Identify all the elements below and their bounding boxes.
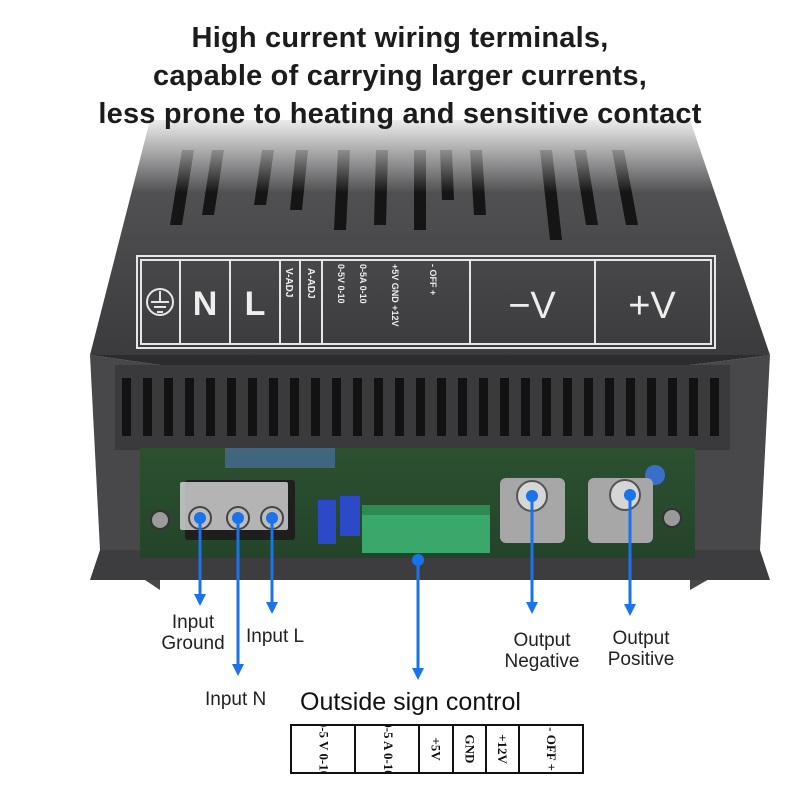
pin-cell: GND (454, 726, 487, 772)
pin-cell: - OFF + (520, 726, 582, 772)
pin-label: GND (462, 734, 478, 764)
ground-icon (146, 288, 174, 316)
pin-cell: +12V (487, 726, 520, 772)
callout-input-ground: Input Ground (161, 612, 225, 654)
callout-input-l: Input L (246, 626, 305, 647)
pin-strip: 0-5 V 0-10 0-5 A 0-10 +5V GND +12V - OFF… (290, 724, 584, 774)
pin-label: +5V (428, 737, 444, 761)
callout-output-negative: Output Negative (504, 630, 580, 672)
headline-line-1: High current wiring terminals, (191, 22, 609, 54)
pin-cell: +5V (420, 726, 454, 772)
pin-cell: 0-5 V 0-10 (292, 726, 357, 772)
panel-l-label: L (245, 285, 266, 323)
pin-label: 0-5 V 0-10 (316, 726, 332, 772)
headline-line-3: less prone to heating and sensitive cont… (98, 98, 702, 130)
panel-sig1-label: 0-5V 0-10 (336, 264, 346, 304)
callout-output-positive: Output Positive (607, 628, 675, 670)
outside-sign-control-title: Outside sign control (300, 688, 521, 716)
callout-input-n: Input N (205, 689, 267, 710)
callout-arrows (194, 495, 636, 680)
panel-aadj-label: A-ADJ (305, 268, 316, 299)
signal-terminal-block (362, 505, 490, 553)
panel-neg-label: −V (508, 285, 556, 327)
pin-cell: 0-5 A 0-10 (356, 726, 421, 772)
front-panel-labels (136, 255, 716, 349)
panel-sig2-label: 0-5A 0-10 (358, 264, 368, 304)
pin-label: - OFF + (543, 727, 559, 771)
panel-sig4-label: - OFF + (428, 264, 438, 295)
pin-label: +12V (495, 734, 511, 764)
panel-n-label: N (193, 285, 218, 323)
panel-vadj-label: V-ADJ (283, 268, 294, 297)
pin-label: 0-5 A 0-10 (380, 726, 396, 772)
panel-pos-label: +V (628, 285, 676, 327)
panel-sig3-label: +5V GND +12V (390, 264, 400, 327)
inner-vents (122, 378, 719, 436)
headline-line-2: capable of carrying larger currents, (153, 60, 647, 92)
